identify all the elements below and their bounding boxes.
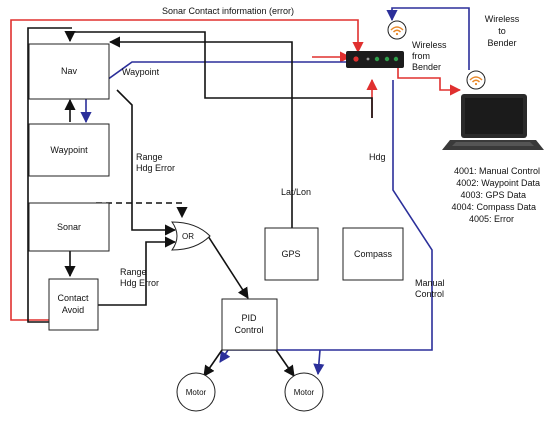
pid-control-block: PID Control — [221, 298, 278, 351]
waypoint-block: Waypoint — [28, 123, 110, 177]
pid-to-right-motor-line — [275, 349, 295, 377]
wireless-to-bender-line2: to — [498, 26, 506, 36]
or-to-pid-line — [207, 235, 249, 299]
nav-label: Nav — [61, 66, 78, 76]
edge-label-range-top: Range — [136, 152, 163, 162]
pid-to-left-motor-line — [203, 349, 223, 377]
wireless-to-bender-line1: Wireless — [485, 14, 520, 24]
or-gate-label: OR — [182, 232, 194, 241]
motor-right-label: Motor — [294, 388, 315, 397]
gps-label: GPS — [281, 249, 300, 259]
sonar-label: Sonar — [57, 222, 81, 232]
edge-label-hdg-error-bottom: Hdg Error — [120, 278, 159, 288]
waypoint-label: Waypoint — [50, 145, 88, 155]
manual-control-right-motor-line — [313, 349, 325, 376]
edge-label-hdg: Hdg — [369, 152, 386, 162]
pid-label-line2: Control — [234, 325, 263, 335]
router-icon — [346, 51, 404, 68]
contact-avoid-to-or-line — [96, 236, 177, 306]
edge-label-control: Control — [415, 289, 444, 299]
port-legend-item: 4001: Manual Control — [454, 166, 540, 176]
or-gate: OR — [171, 221, 211, 251]
diagram-title: Sonar Contact information (error) — [162, 6, 294, 16]
compass-heading-line — [64, 30, 373, 118]
router-to-laptop-line — [397, 66, 462, 96]
wireless-to-bender-line3: Bender — [487, 38, 516, 48]
nav-block: Nav — [28, 43, 110, 100]
gps-block: GPS — [264, 227, 319, 281]
manual-control-line — [219, 80, 433, 363]
port-legend-item: 4003: GPS Data — [460, 190, 526, 200]
nav-to-or-line — [116, 89, 177, 236]
sonar-block: Sonar — [28, 202, 110, 252]
contact-avoid-block: Contact Avoid — [48, 278, 99, 331]
gps-latlon-line — [108, 36, 293, 228]
compass-label: Compass — [354, 249, 393, 259]
contact-avoid-label-line1: Contact — [57, 293, 89, 303]
edge-label-hdg-error-top: Hdg Error — [136, 163, 175, 173]
port-legend-item: 4004: Compass Data — [451, 202, 536, 212]
edge-label-waypoint: Waypoint — [122, 67, 160, 77]
wifi-icon — [466, 70, 486, 90]
motor-left: Motor — [176, 372, 216, 412]
pid-label-line1: PID — [241, 313, 257, 323]
wireless-from-bender-line1: Wireless — [412, 40, 447, 50]
wireless-from-bender-line3: Bender — [412, 62, 441, 72]
contact-avoid-to-nav-loop-line — [27, 27, 72, 323]
wireless-from-bender-line2: from — [412, 51, 430, 61]
port-legend-item: 4002: Waypoint Data — [456, 178, 540, 188]
edge-label-range-bottom: Range — [120, 267, 147, 277]
wifi-icon — [387, 20, 407, 40]
compass-block: Compass — [342, 227, 404, 281]
port-legend-item: 4005: Error — [469, 214, 514, 224]
sonar-to-or-dashed-line — [96, 202, 188, 219]
edge-label-manual: Manual — [415, 278, 445, 288]
contact-avoid-label-line2: Avoid — [62, 305, 84, 315]
edge-label-lat-lon: Lat/Lon — [281, 187, 311, 197]
laptop-icon — [442, 94, 544, 150]
error-feedback-line — [10, 19, 364, 321]
motor-right: Motor — [284, 372, 324, 412]
wireless-to-bender-line — [386, 7, 470, 70]
motor-left-label: Motor — [186, 388, 207, 397]
